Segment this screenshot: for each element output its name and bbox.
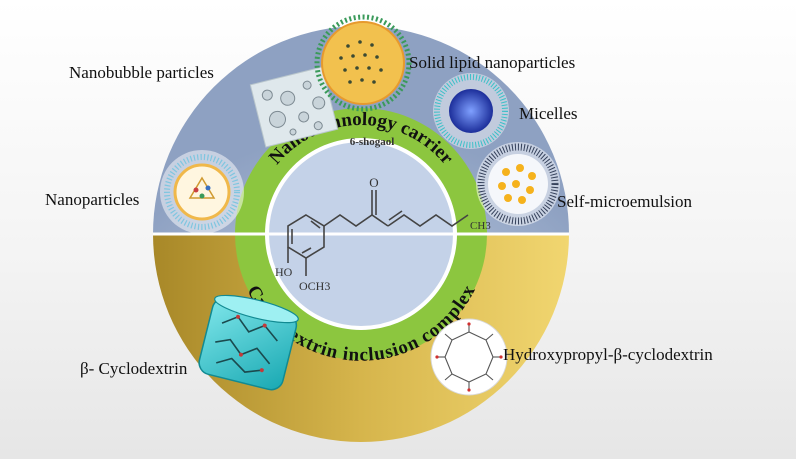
- atom-ho-label: HO: [275, 265, 293, 279]
- beta-cyclodextrin-label: β- Cyclodextrin: [80, 359, 188, 378]
- nanoparticle-image: [160, 150, 244, 234]
- beta-cyclodextrin-image: [198, 294, 299, 391]
- hydroxypropyl-cyclodextrin-label: Hydroxypropyl-β-cyclodextrin: [503, 345, 713, 364]
- compound-name: 6-shogaol: [350, 136, 395, 148]
- solid-lipid-label: Solid lipid nanoparticles: [409, 53, 576, 72]
- hydroxypropyl-cyclodextrin-image: [430, 318, 508, 396]
- nanobubble-image: [249, 66, 339, 148]
- micelles-label: Micelles: [519, 104, 578, 123]
- self-microemulsion-label: Self-microemulsion: [557, 192, 693, 211]
- shogaol-structure: [287, 190, 469, 276]
- atom-o-label: O: [369, 175, 378, 190]
- self-microemulsion-image: [476, 142, 560, 226]
- solid-lipid-nanoparticle-image: [314, 14, 412, 112]
- micelle-image: [433, 73, 509, 149]
- atom-ch3-label: CH3: [470, 220, 491, 232]
- nanoparticles-label: Nanoparticles: [45, 190, 140, 209]
- nanobubble-label: Nanobubble particles: [69, 63, 214, 82]
- atom-och3-label: OCH3: [299, 279, 330, 293]
